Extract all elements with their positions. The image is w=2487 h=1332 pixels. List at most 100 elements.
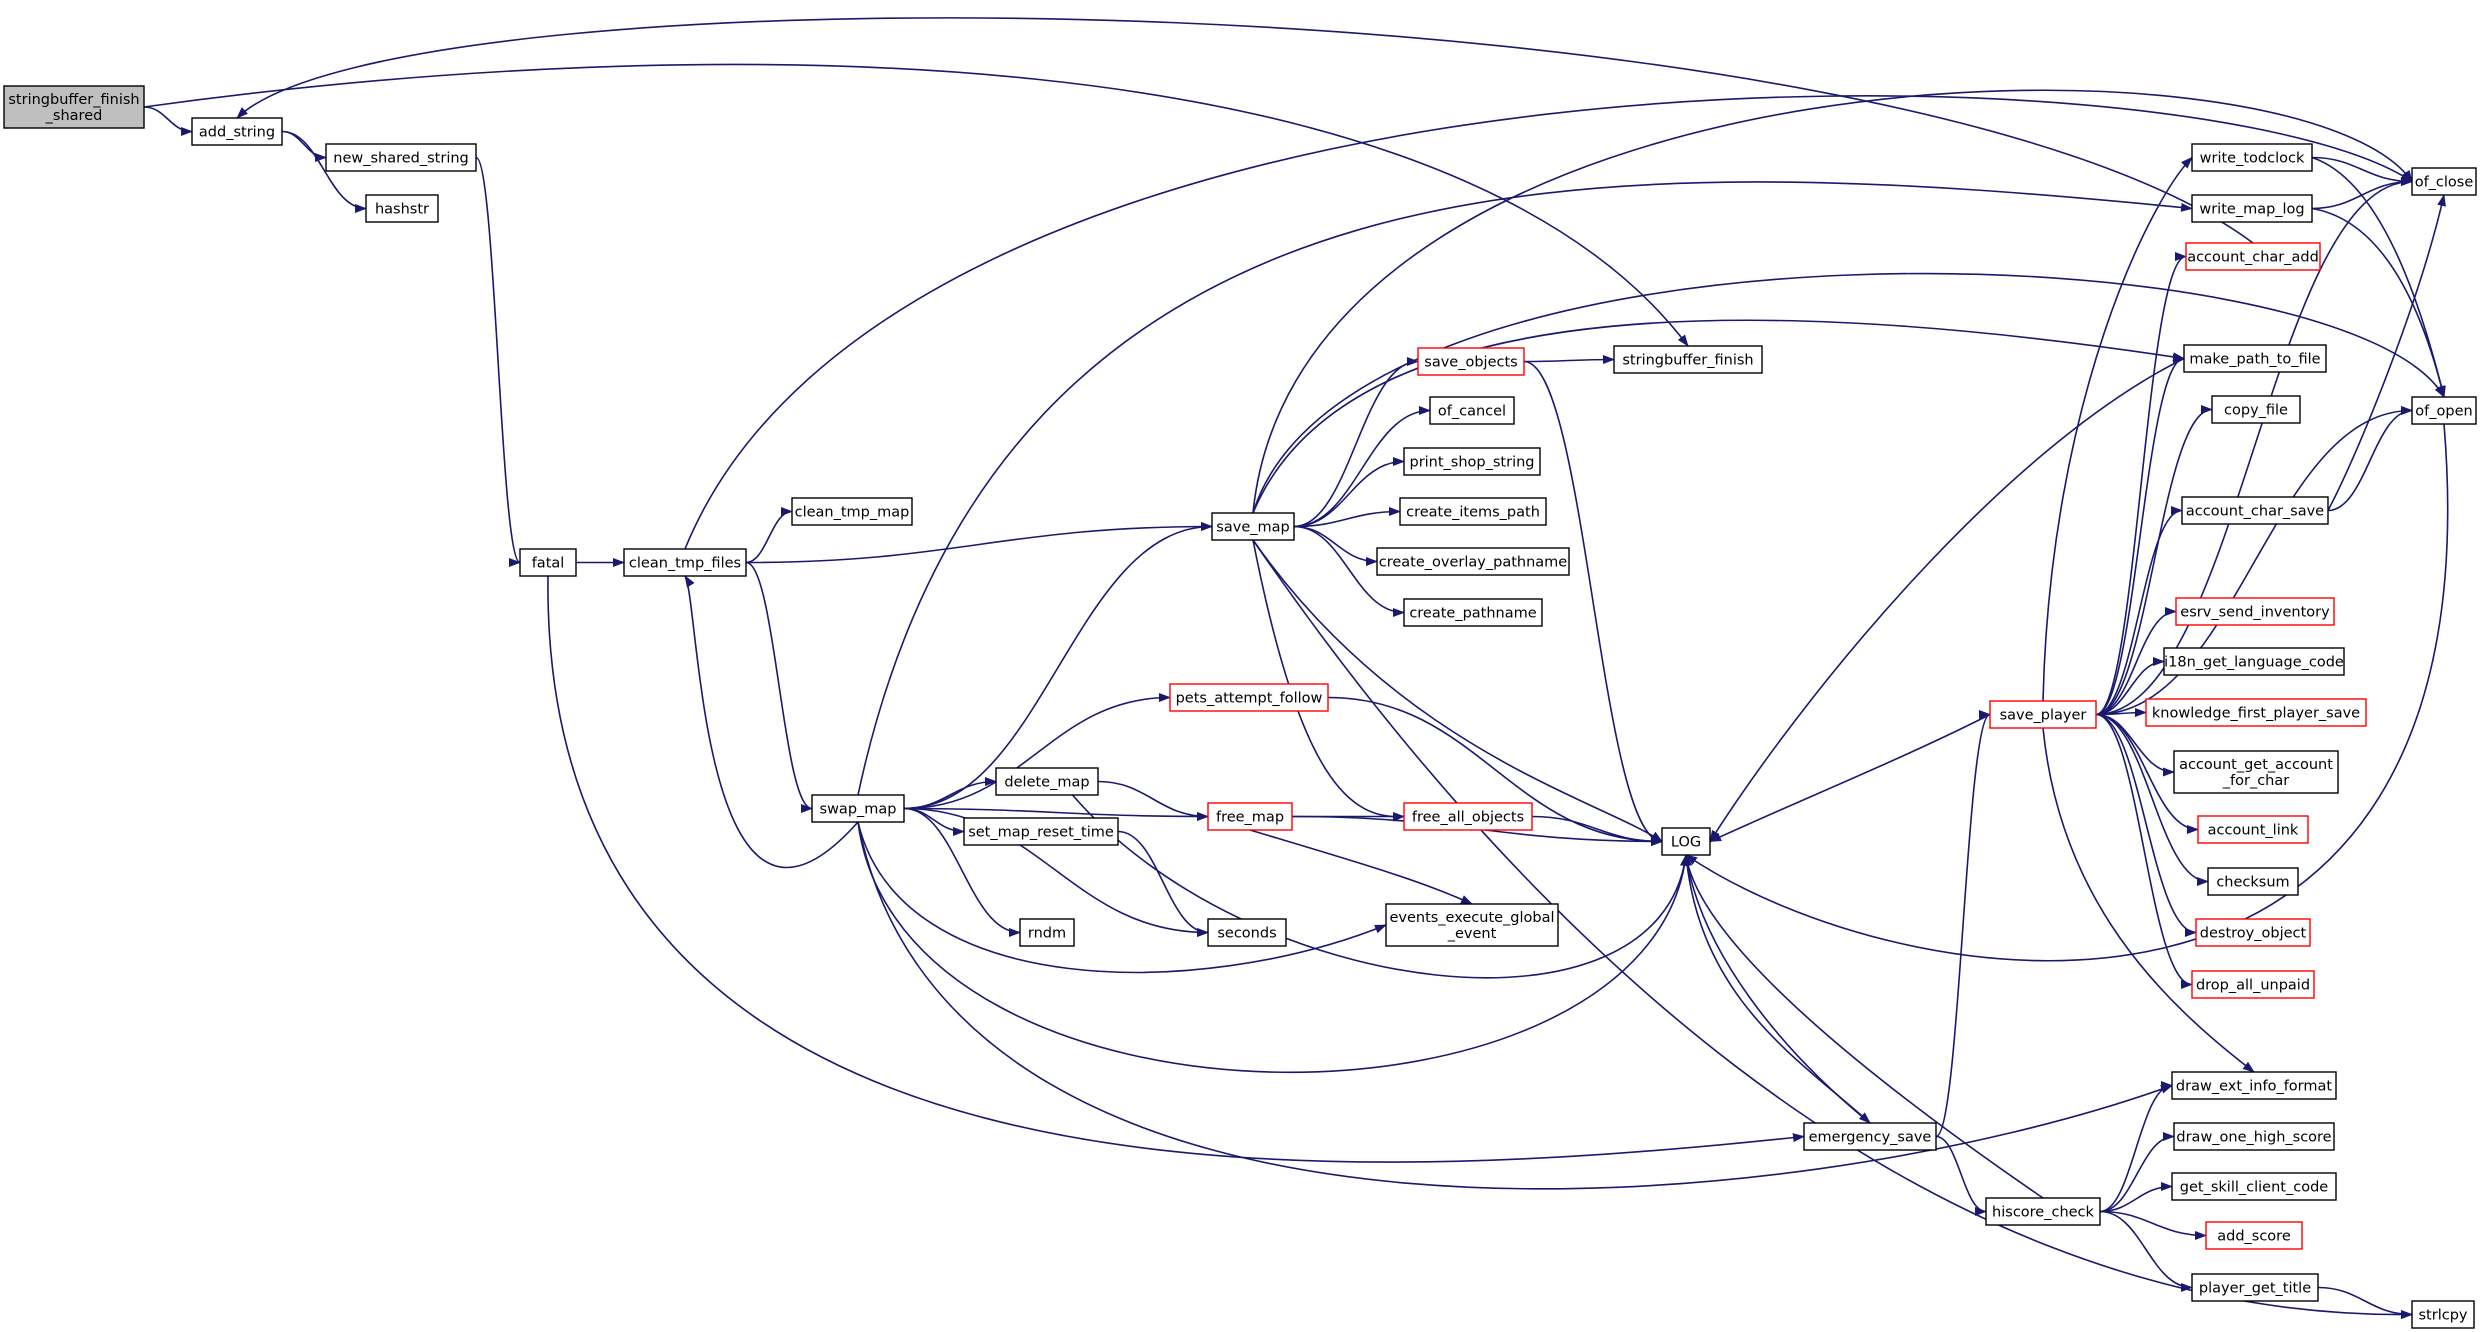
node-strlcpy[interactable]: strlcpy	[2411, 1300, 2475, 1329]
node-set-map-reset-time[interactable]: set_map_reset_time	[963, 817, 1119, 846]
node-new-shared-string[interactable]: new_shared_string	[325, 143, 477, 172]
node-create-overlay-pathname[interactable]: create_overlay_pathname	[1376, 547, 1570, 576]
node-root[interactable]: stringbuffer_finish_shared	[3, 85, 145, 129]
edge-save_map-to-LOG	[1252, 539, 1663, 843]
node-label: new_shared_string	[333, 151, 469, 167]
node-swap-map[interactable]: swap_map	[811, 794, 905, 823]
node-save-player[interactable]: save_player	[1989, 700, 2097, 729]
node-write-todclock[interactable]: write_todclock	[2191, 143, 2313, 172]
node-box	[519, 548, 577, 577]
node-account-char-save[interactable]: account_char_save	[2181, 496, 2329, 525]
node-add-score[interactable]: add_score	[2205, 1221, 2303, 1250]
node-box	[1403, 802, 1533, 831]
edge-write_map_log-to-of_open	[2311, 207, 2446, 398]
node-events-execute-global-event[interactable]: events_execute_global_event	[1385, 903, 1559, 947]
node-delete-map[interactable]: delete_map	[995, 767, 1099, 796]
node-box	[2191, 194, 2313, 223]
node-label: free_map	[1216, 810, 1284, 826]
edge-save_player-to-draw_ext_info_format	[2042, 727, 2255, 1073]
node-label: seconds	[1217, 926, 1276, 942]
node-save-map[interactable]: save_map	[1211, 512, 1295, 541]
node-esrv-send-inventory[interactable]: esrv_send_inventory	[2175, 597, 2335, 626]
node-free-all-objects[interactable]: free_all_objects	[1403, 802, 1533, 831]
node-checksum[interactable]: checksum	[2207, 867, 2299, 896]
node-LOG[interactable]: LOG	[1661, 827, 1711, 856]
edge-pets_attempt_follow-to-LOG	[1327, 696, 1663, 846]
node-of-close[interactable]: of_close	[2411, 167, 2477, 196]
node-label: clean_tmp_map	[795, 505, 910, 521]
node-of-open[interactable]: of_open	[2411, 396, 2477, 425]
node-i18n-get-language-code[interactable]: i18n_get_language_code	[2163, 647, 2345, 676]
edge-LOG-to-emergency_save	[1685, 854, 1871, 1124]
node-label: of_open	[2415, 404, 2472, 420]
node-hiscore-check[interactable]: hiscore_check	[1985, 1197, 2101, 1226]
node-label: knowledge_first_player_save	[2152, 706, 2360, 722]
node-label: i18n_get_language_code	[2164, 655, 2344, 671]
node-make-path-to-file[interactable]: make_path_to_file	[2183, 344, 2327, 373]
node-pets-attempt-follow[interactable]: pets_attempt_follow	[1169, 683, 1329, 712]
node-free-map[interactable]: free_map	[1207, 802, 1293, 831]
node-draw-ext-info-format[interactable]: draw_ext_info_format	[2171, 1071, 2337, 1100]
node-seconds[interactable]: seconds	[1207, 918, 1287, 947]
node-box	[2205, 1221, 2303, 1250]
node-box	[1385, 903, 1559, 947]
node-label: _for_char	[2222, 773, 2289, 789]
node-clean-tmp-map[interactable]: clean_tmp_map	[791, 497, 913, 526]
edge-swap_map-to-rndm	[903, 807, 1021, 937]
node-get-skill-client-code[interactable]: get_skill_client_code	[2171, 1172, 2337, 1201]
node-label: add_score	[2217, 1229, 2291, 1245]
node-label: make_path_to_file	[2189, 352, 2320, 368]
node-of-cancel[interactable]: of_cancel	[1429, 396, 1515, 425]
node-write-map-log[interactable]: write_map_log	[2191, 194, 2313, 223]
edge-free_all_objects-to-LOG	[1531, 815, 1663, 846]
node-box	[811, 794, 905, 823]
graph-edges	[143, 17, 2449, 1320]
node-player-get-title[interactable]: player_get_title	[2191, 1273, 2319, 1302]
node-label: emergency_save	[1809, 1130, 1932, 1146]
node-account-get-account-for-char[interactable]: account_get_account_for_char	[2173, 750, 2339, 794]
node-destroy-object[interactable]: destroy_object	[2195, 918, 2311, 947]
edge-delete_map-to-free_map	[1097, 780, 1209, 821]
edge-save_objects-to-LOG	[1523, 360, 1663, 846]
node-rndm[interactable]: rndm	[1019, 918, 1075, 947]
node-label: of_close	[2415, 175, 2474, 191]
node-label: of_cancel	[1438, 404, 1506, 420]
node-box	[623, 548, 747, 577]
node-print-shop-string[interactable]: print_shop_string	[1403, 447, 1541, 476]
edge-clean_tmp_files-to-save_map	[745, 522, 1213, 564]
node-hashstr[interactable]: hashstr	[365, 194, 439, 223]
node-label: hashstr	[375, 202, 429, 218]
node-box	[1403, 447, 1541, 476]
node-label: print_shop_string	[1409, 455, 1534, 471]
edge-player_get_title-to-strlcpy	[2317, 1286, 2413, 1319]
edge-root-to-add_string	[143, 106, 193, 136]
node-knowledge-first-player-save[interactable]: knowledge_first_player_save	[2145, 698, 2367, 727]
node-label: strlcpy	[2419, 1308, 2468, 1324]
node-label: copy_file	[2224, 403, 2288, 419]
node-fatal[interactable]: fatal	[519, 548, 577, 577]
node-box	[2191, 970, 2315, 999]
node-box	[2163, 647, 2345, 676]
node-account-char-add[interactable]: account_char_add	[2185, 242, 2321, 271]
node-box	[1417, 347, 1525, 376]
node-clean-tmp-files[interactable]: clean_tmp_files	[623, 548, 747, 577]
node-draw-one-high-score[interactable]: draw_one_high_score	[2173, 1122, 2335, 1151]
node-account-link[interactable]: account_link	[2197, 815, 2309, 844]
node-box	[2411, 1300, 2475, 1329]
node-copy-file[interactable]: copy_file	[2211, 395, 2301, 424]
node-stringbuffer-finish[interactable]: stringbuffer_finish	[1613, 345, 1763, 374]
node-create-items-path[interactable]: create_items_path	[1399, 497, 1547, 526]
node-save-objects[interactable]: save_objects	[1417, 347, 1525, 376]
node-create-pathname[interactable]: create_pathname	[1403, 598, 1543, 627]
edge-swap_map-to-set_map_reset_time	[903, 807, 965, 836]
node-drop-all-unpaid[interactable]: drop_all_unpaid	[2191, 970, 2315, 999]
node-label: pets_attempt_follow	[1176, 691, 1323, 707]
edge-new_shared_string-to-fatal	[475, 156, 521, 567]
node-box	[2411, 167, 2477, 196]
node-box	[1429, 396, 1515, 425]
node-box	[1207, 802, 1293, 831]
edge-delete_map-to-LOG	[1071, 794, 1689, 979]
node-add-string[interactable]: add_string	[191, 117, 283, 146]
edge-clean_tmp_files-to-swap_map	[745, 561, 813, 813]
node-emergency-save[interactable]: emergency_save	[1803, 1122, 1937, 1151]
